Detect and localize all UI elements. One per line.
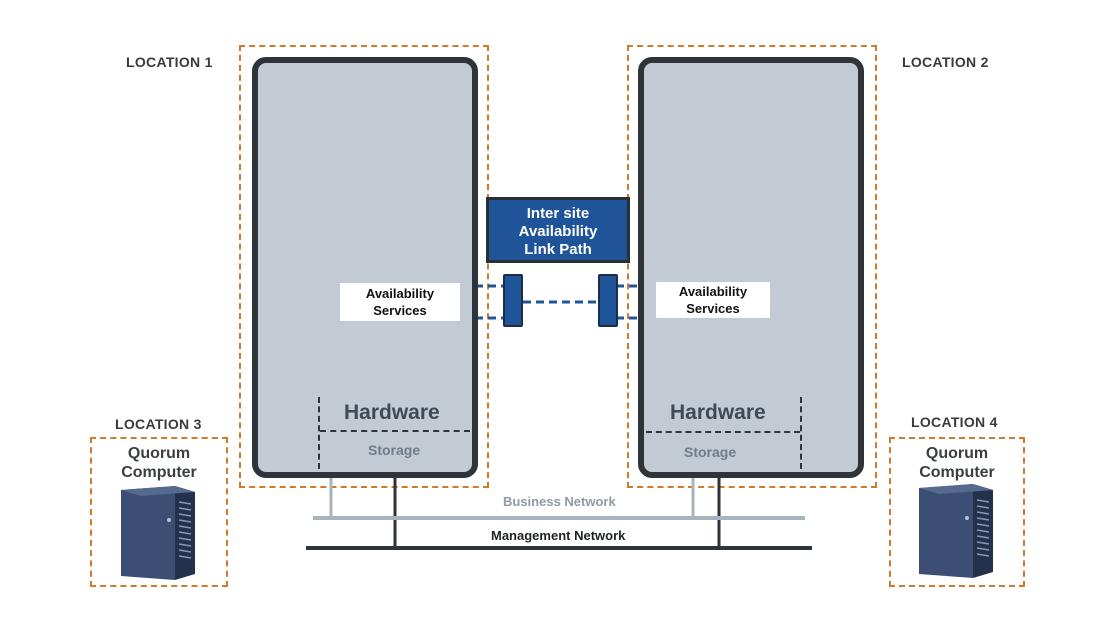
management-network-label: Management Network [491, 528, 626, 543]
location-3-boundary [90, 437, 228, 587]
site-2-link-connector [598, 274, 618, 327]
quorum-4-line-2: Computer [919, 464, 995, 481]
location-2-label: LOCATION 2 [902, 54, 989, 70]
site-2-availability-line-1: Availability [678, 284, 748, 299]
site-1-storage-label: Storage [368, 442, 421, 458]
site-1-link-connector [503, 274, 523, 327]
site-1-availability-line-1: Availability [365, 286, 435, 301]
location-1-boundary [239, 45, 489, 488]
site-2-server [638, 57, 864, 478]
location-3-label: LOCATION 3 [115, 416, 202, 432]
quorum-3-line-2: Computer [121, 464, 197, 481]
quorum-computer-4-label: Quorum Computer [898, 444, 1016, 482]
business-network-label: Business Network [503, 494, 616, 509]
site-1-hardware-label: Hardware [344, 401, 440, 424]
site-1-availability-services: Availability Services [340, 283, 460, 321]
site-2-hardware-divider [800, 397, 802, 469]
inter-site-link-path-box: Inter site Availability Link Path [486, 197, 630, 263]
link-path-line-3: Link Path [524, 241, 592, 258]
link-path-line-2: Availability [518, 223, 598, 240]
quorum-4-line-1: Quorum [925, 445, 989, 462]
site-2-availability-services: Availability Services [656, 282, 770, 318]
site-2-availability-line-2: Services [686, 301, 740, 316]
site-1-storage-divider [320, 430, 470, 432]
location-4-boundary [889, 437, 1025, 587]
location-1-label: LOCATION 1 [126, 54, 213, 70]
quorum-computer-3-icon [121, 486, 195, 580]
location-2-boundary [627, 45, 877, 488]
site-1-server [252, 57, 478, 478]
location-4-label: LOCATION 4 [911, 414, 998, 430]
site-2-storage-divider [646, 431, 800, 433]
quorum-3-line-1: Quorum [127, 445, 191, 462]
site-1-availability-line-2: Services [373, 303, 427, 318]
site-2-storage-label: Storage [684, 444, 737, 460]
quorum-computer-4-icon [919, 484, 993, 578]
site-2-hardware-label: Hardware [670, 401, 766, 424]
site-1-hardware-divider [318, 397, 320, 469]
link-path-line-1: Inter site [526, 205, 590, 222]
quorum-computer-3-label: Quorum Computer [100, 444, 218, 482]
